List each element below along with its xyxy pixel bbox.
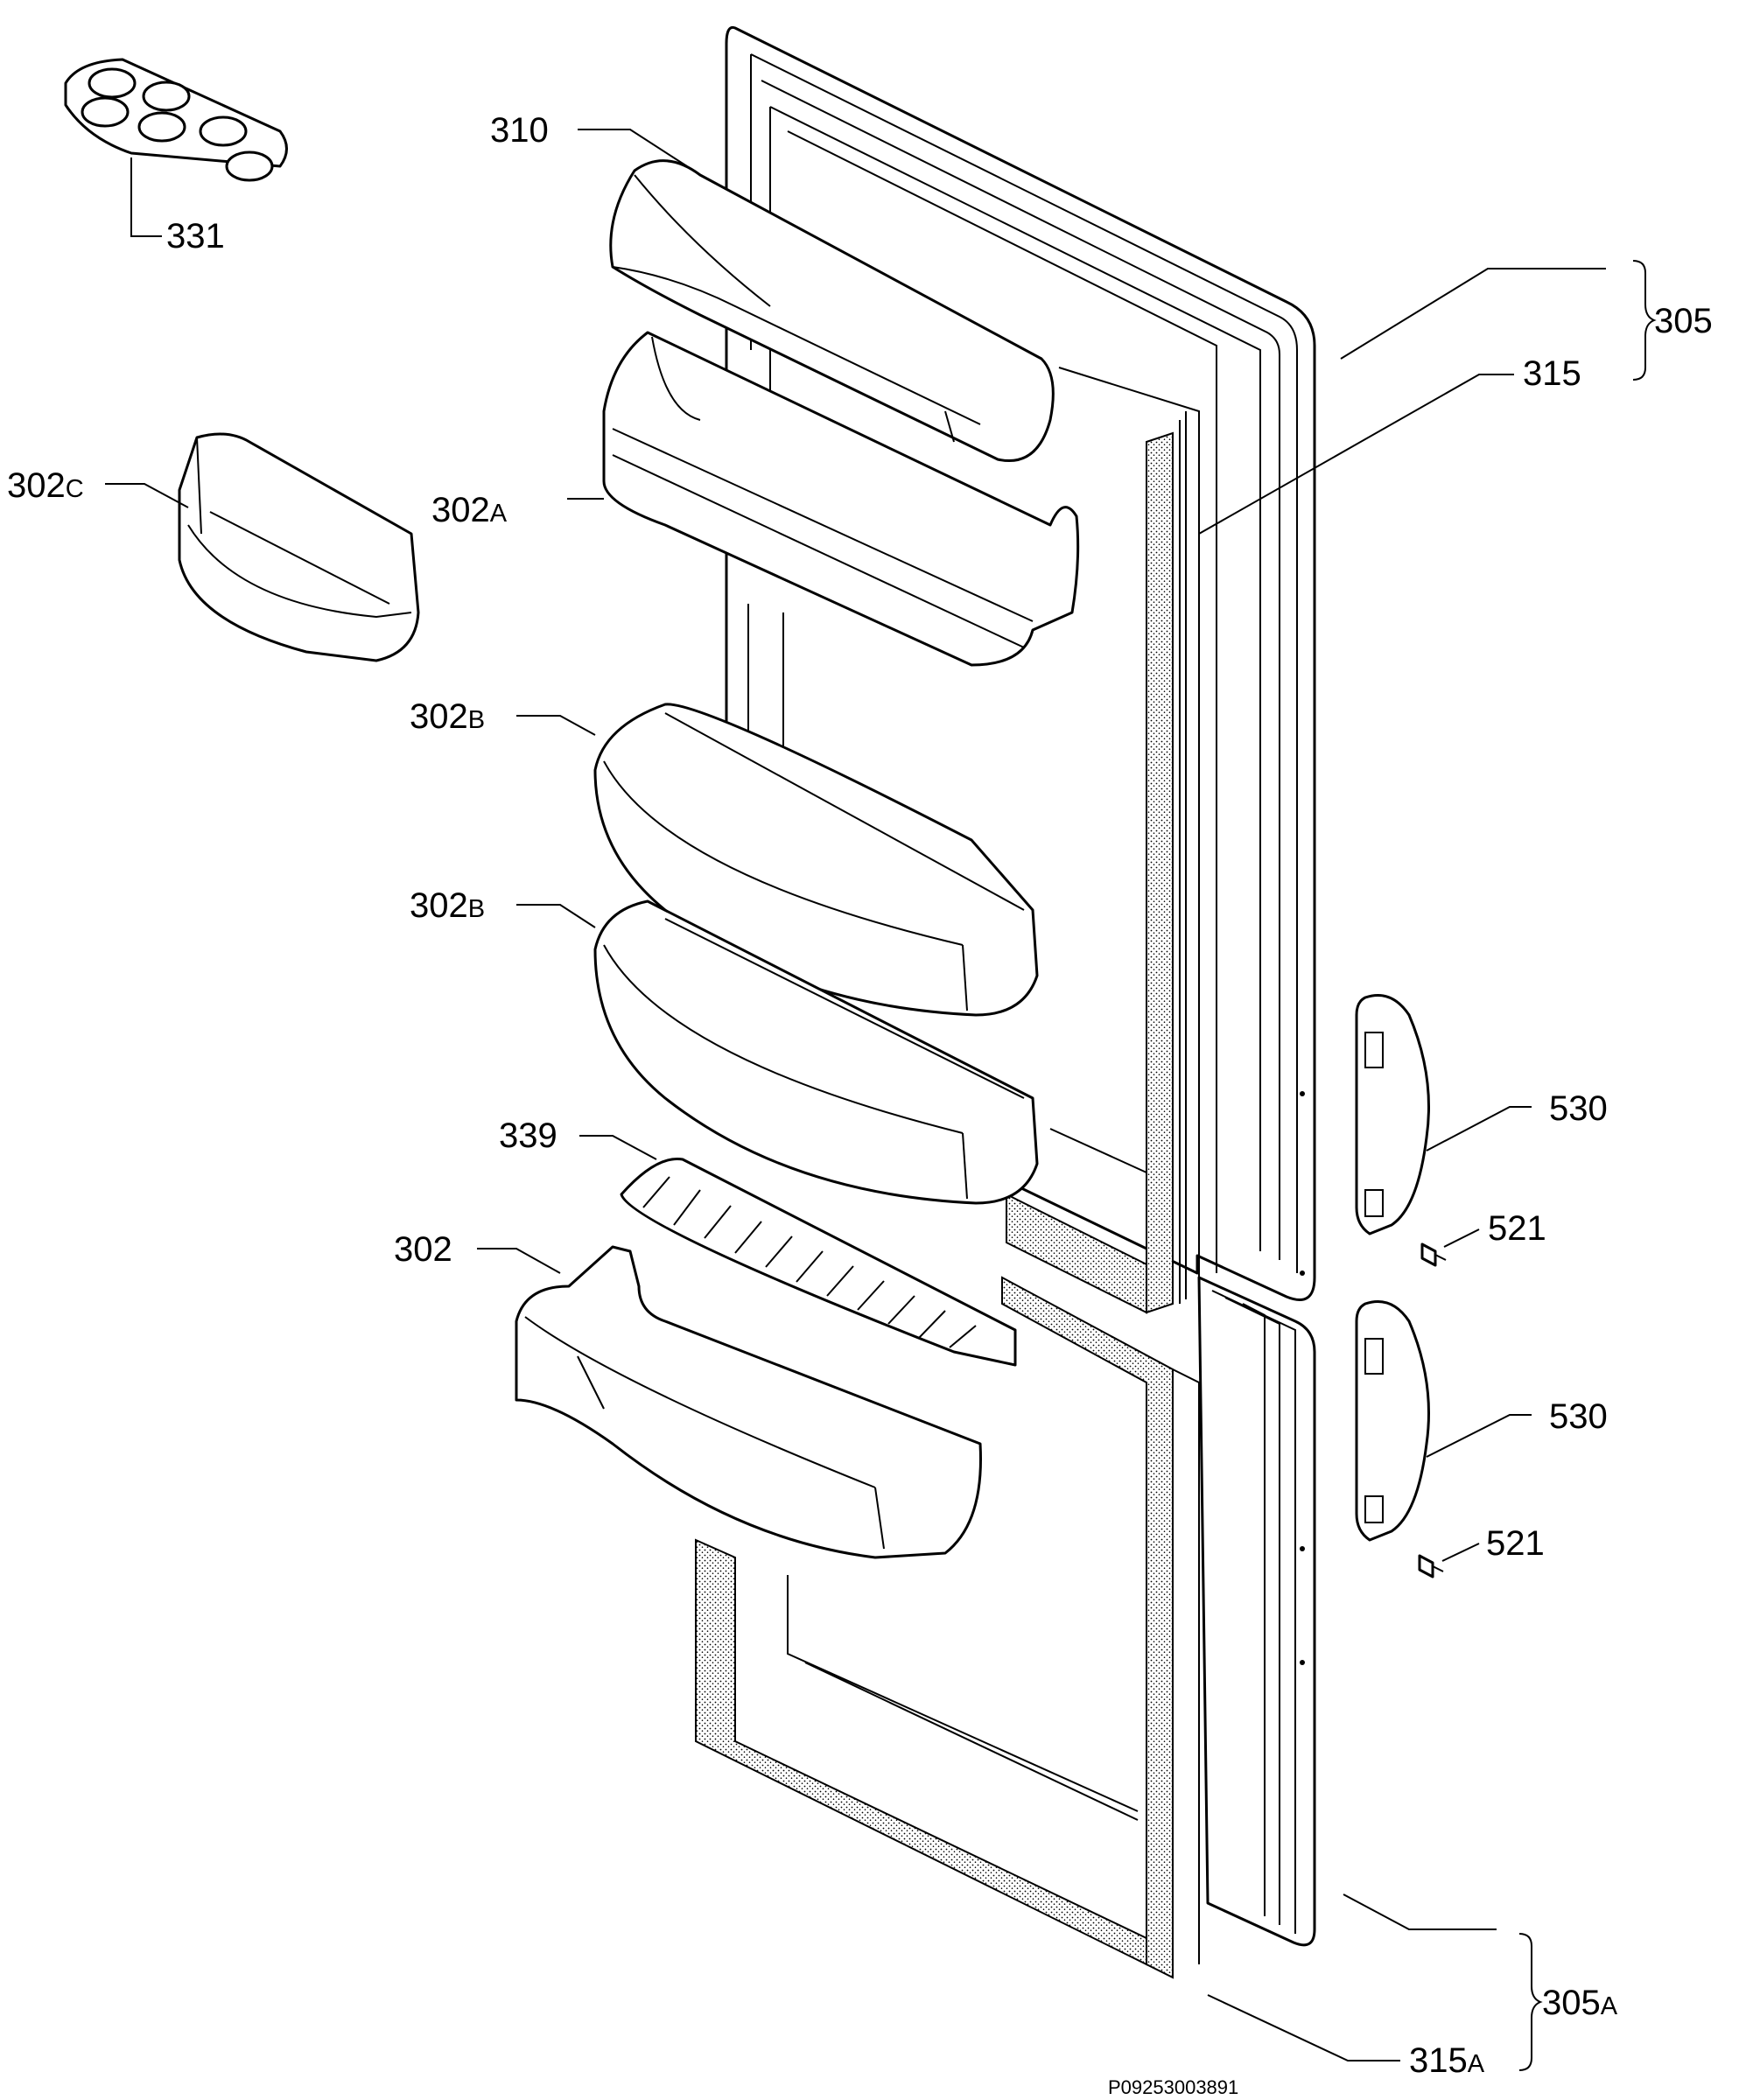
- bottle-rack-339: [620, 1158, 1017, 1367]
- door-handle-530-lower: [1355, 1300, 1430, 1542]
- brace-305a: [1518, 1933, 1543, 2071]
- label-530-upper: 530: [1549, 1089, 1608, 1128]
- label-310: 310: [490, 111, 549, 150]
- label-302b-lower: 302B: [410, 886, 485, 925]
- drawing-code: P09253003891: [1108, 2076, 1238, 2098]
- door-handle-530-upper: [1355, 994, 1430, 1236]
- label-521-upper: 521: [1488, 1209, 1546, 1248]
- butter-compartment-310: [609, 159, 1055, 462]
- lower-door-305a: [695, 1276, 1316, 1979]
- door-bin-302b-lower: [593, 900, 1039, 1205]
- label-339: 339: [499, 1116, 557, 1155]
- label-302c: 302C: [7, 466, 84, 505]
- label-331: 331: [166, 217, 225, 256]
- label-315: 315: [1523, 354, 1581, 393]
- brace-305: [1632, 260, 1657, 381]
- label-302a: 302A: [431, 491, 508, 529]
- label-302: 302: [394, 1230, 452, 1269]
- bottle-shelf-302: [515, 1245, 982, 1559]
- screw-521-upper: [1420, 1242, 1447, 1267]
- label-530-lower: 530: [1549, 1397, 1608, 1436]
- label-315a: 315A: [1409, 2041, 1485, 2080]
- label-521-lower: 521: [1486, 1524, 1545, 1563]
- label-302b-upper: 302B: [410, 697, 485, 736]
- label-305: 305: [1654, 302, 1713, 340]
- label-305a: 305A: [1542, 1984, 1618, 2022]
- screw-521-lower: [1418, 1554, 1444, 1578]
- leader-lines: [105, 129, 1606, 2062]
- egg-tray-331: [64, 58, 288, 182]
- bottle-shelf-302a: [602, 331, 1080, 667]
- door-bin-302c: [178, 432, 420, 662]
